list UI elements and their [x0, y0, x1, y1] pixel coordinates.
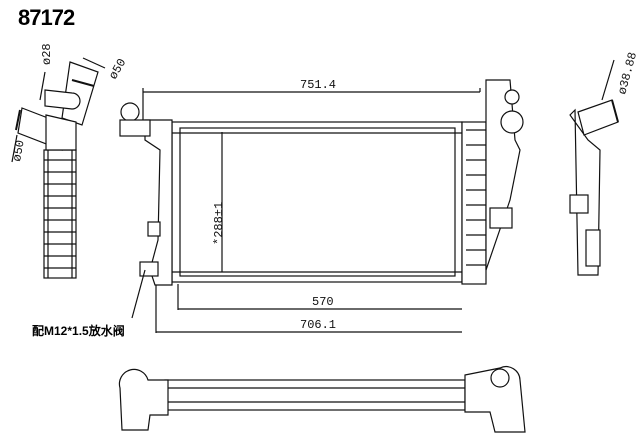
- top-view: [118, 366, 526, 433]
- dim-core-height: *288±1: [212, 202, 226, 245]
- dim-overall-top-width: 751.4: [300, 78, 336, 92]
- dim-left-inlet-large: ø50: [106, 56, 129, 82]
- dim-right-outlet: ø38.88: [615, 51, 637, 96]
- front-view: 751.4 *288±1 570 706.1: [119, 78, 524, 333]
- dim-core-width: 570: [312, 295, 334, 309]
- drain-valve-note: 配M12*1.5放水阀: [32, 324, 125, 338]
- right-side-view: ø38.88: [569, 51, 637, 276]
- dim-overall-bottom-width: 706.1: [300, 318, 336, 332]
- dim-left-inlet-small: ø28: [40, 43, 54, 65]
- left-side-view: ø28 ø50 ø50: [10, 43, 129, 279]
- dim-left-outlet: ø50: [10, 139, 28, 163]
- part-number: 87172: [18, 5, 75, 30]
